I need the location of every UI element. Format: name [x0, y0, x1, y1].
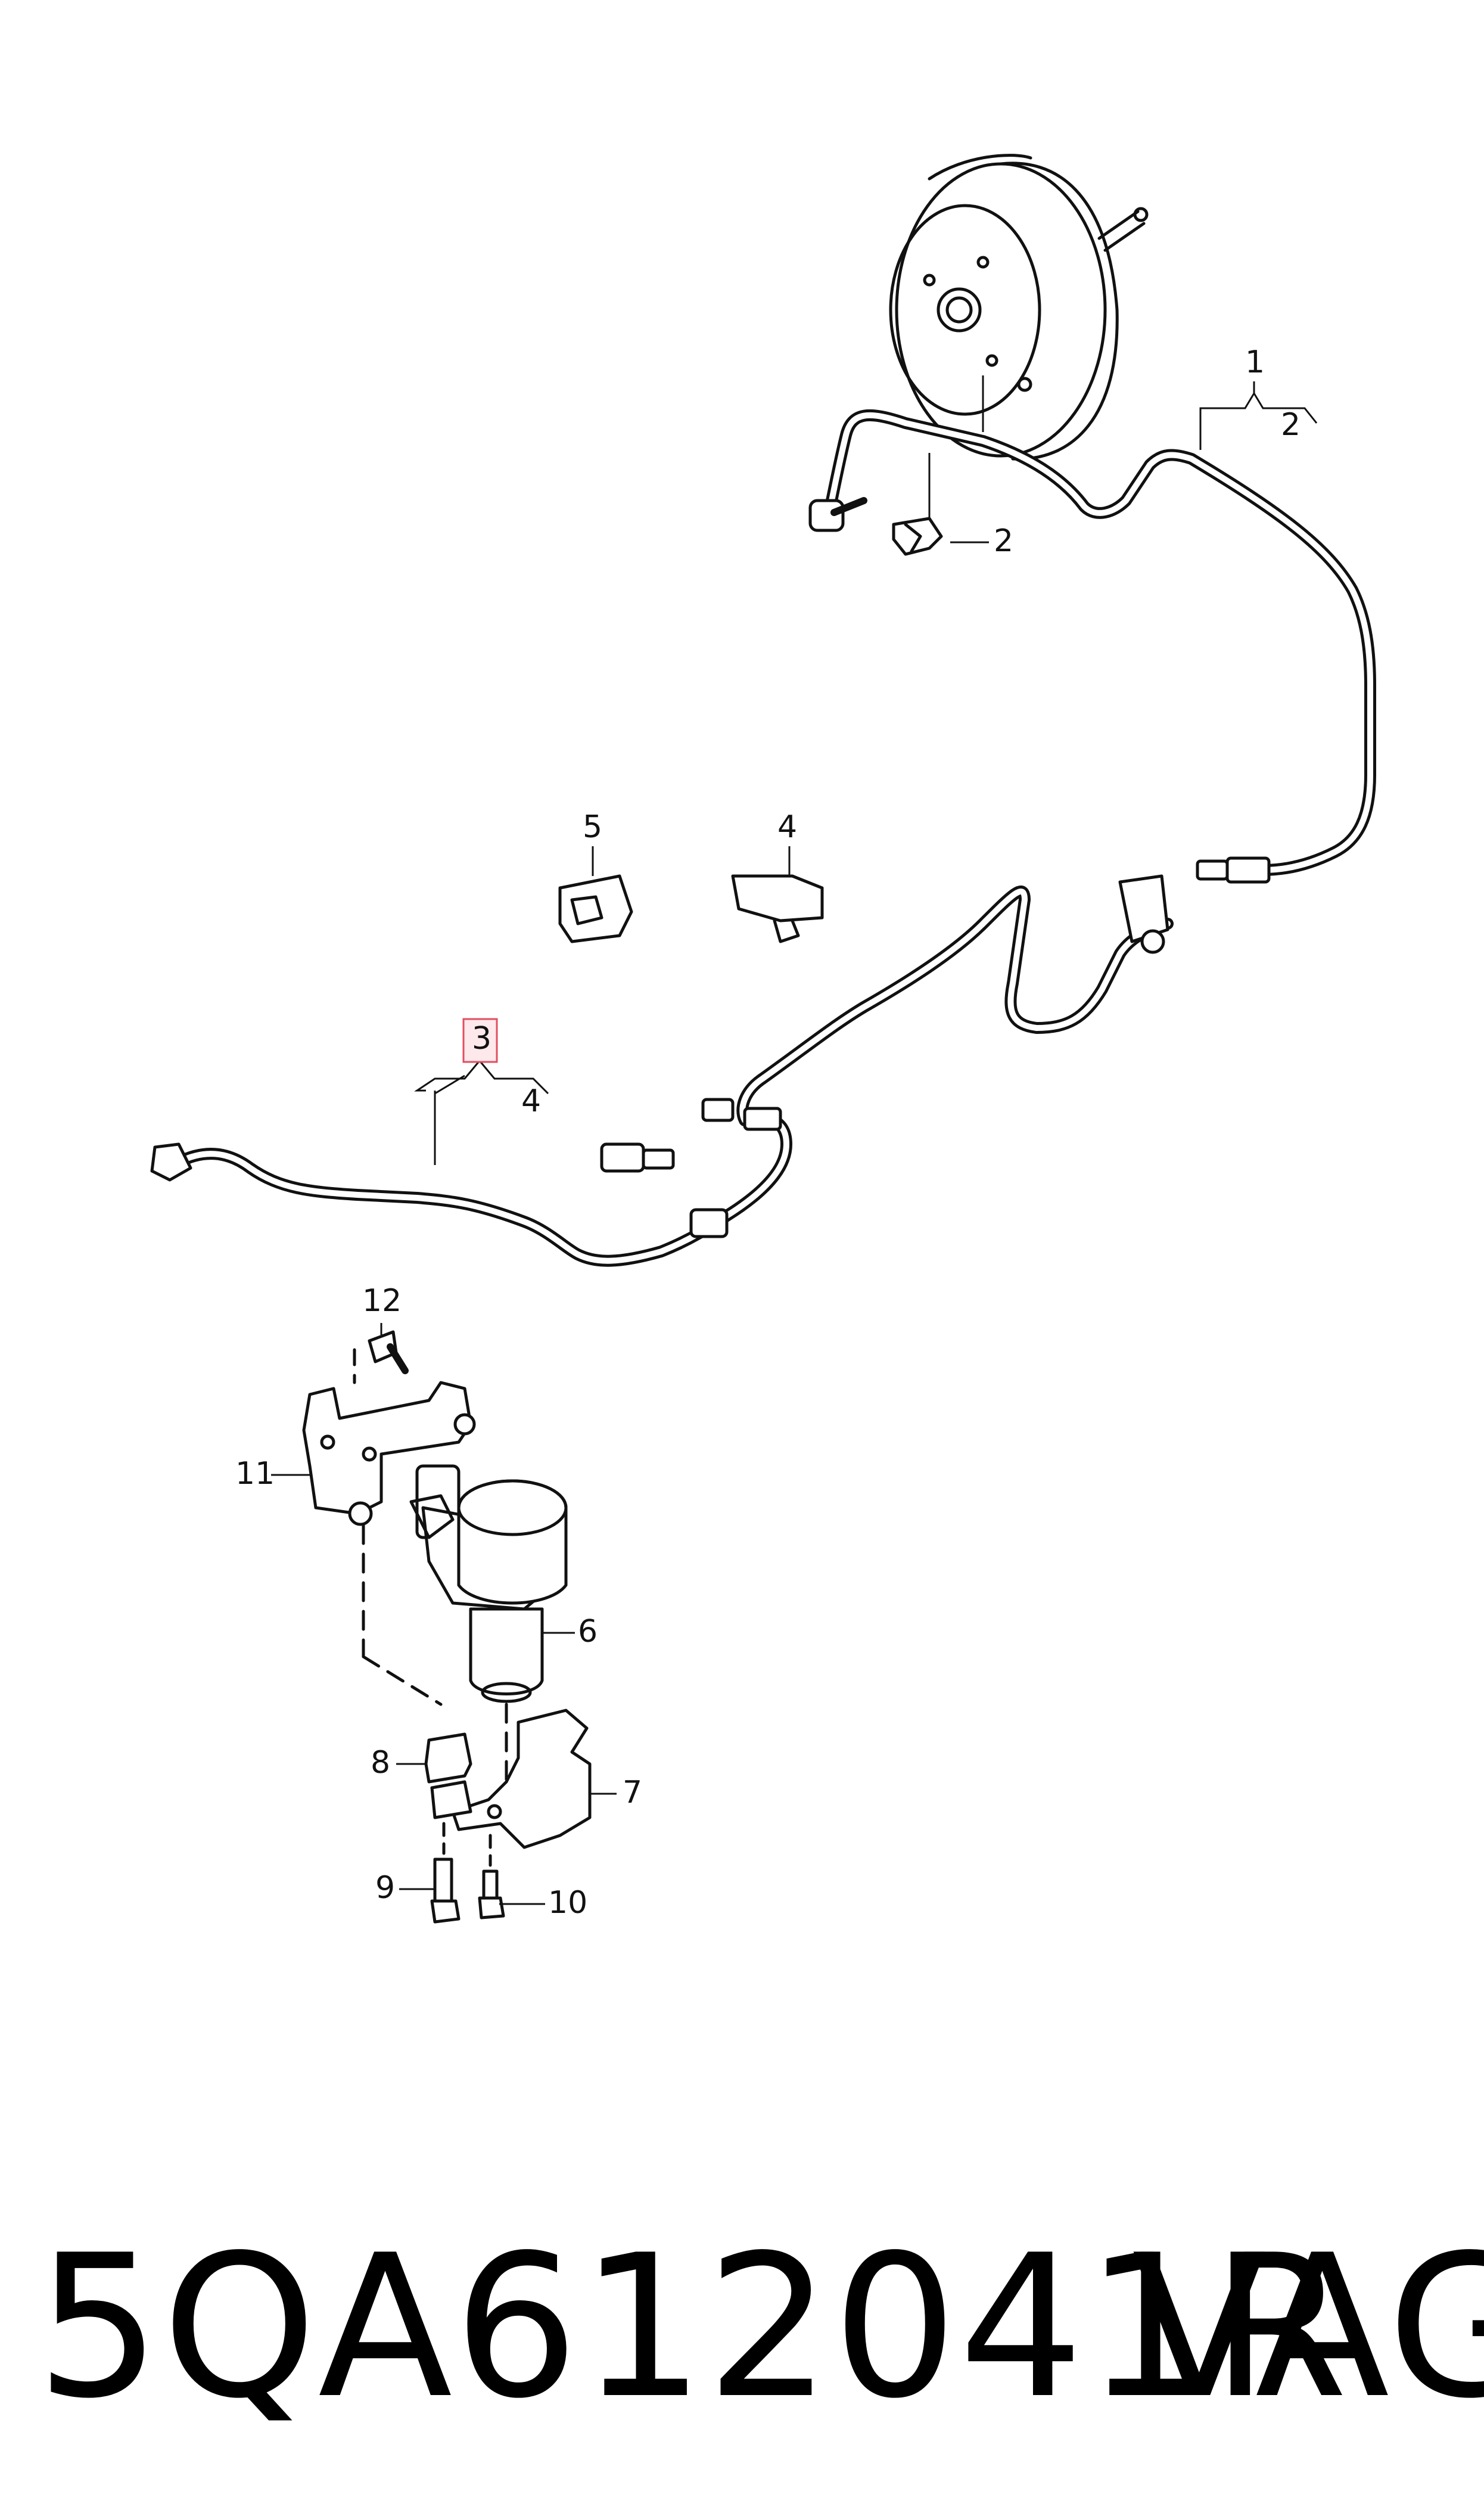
bracket-11	[302, 1381, 476, 1526]
callout-5[interactable]: 5	[583, 809, 602, 845]
callout-1[interactable]: 1	[1245, 344, 1265, 380]
callout-2[interactable]: 2	[994, 523, 1013, 559]
hose-clip-2	[892, 517, 943, 556]
bolt-9	[430, 1822, 461, 1924]
bracket-7	[451, 1709, 592, 1849]
pressure-sensor-4	[731, 874, 1169, 954]
rubber-bushing-8	[362, 1524, 472, 1819]
brand-name: VAG	[1132, 2213, 1484, 2442]
brake-servo	[889, 154, 1149, 461]
vacuum-pump-6	[409, 1464, 568, 1801]
callout-8[interactable]: 8	[371, 1745, 390, 1781]
bolt-12	[353, 1330, 409, 1384]
callout-3-highlight	[462, 1018, 498, 1063]
vacuum-line-1	[808, 409, 1376, 884]
callout-2[interactable]: 2	[1281, 407, 1301, 443]
connector-5	[558, 874, 633, 943]
leader-3	[414, 1059, 549, 1165]
callout-12[interactable]: 12	[362, 1283, 402, 1319]
callout-3[interactable]: 3	[472, 1021, 491, 1057]
callout-4[interactable]: 4	[521, 1083, 541, 1119]
part-number: 5QA612041R	[36, 2213, 1349, 2442]
callout-11[interactable]: 11	[235, 1456, 275, 1492]
callout-7[interactable]: 7	[623, 1775, 642, 1810]
nut-10	[478, 1834, 505, 1919]
vacuum-line-3	[150, 886, 1174, 1267]
callout-4[interactable]: 4	[777, 809, 797, 845]
callout-9[interactable]: 9	[375, 1870, 395, 1906]
callout-6[interactable]: 6	[578, 1614, 598, 1650]
callout-10[interactable]: 10	[548, 1885, 587, 1921]
